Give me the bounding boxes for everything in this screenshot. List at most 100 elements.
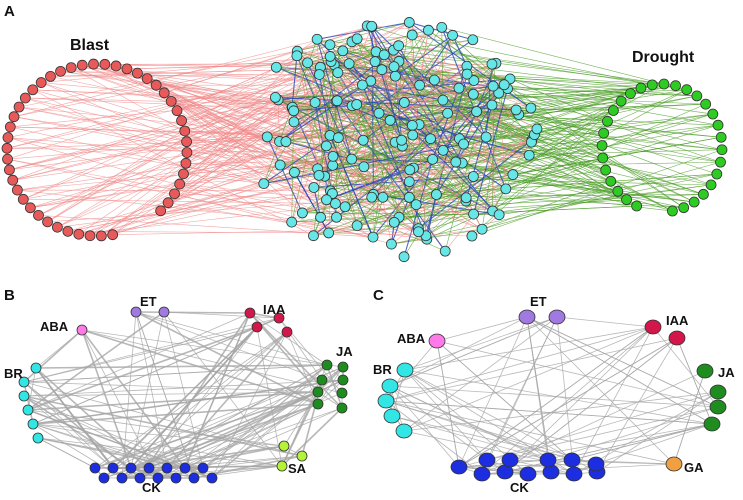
blast-edge [12,141,280,181]
hormone-edge [121,455,303,479]
blast-edge [7,158,374,238]
blast-node [99,58,111,70]
core-node [430,189,442,200]
core-edge [412,134,487,138]
blast-node [2,153,13,165]
core-node [373,107,385,119]
core-node [386,238,397,250]
blast-node [2,132,14,143]
core-edge [293,110,413,136]
hormone-edge [481,370,706,475]
c-iaa-node [644,319,662,335]
hormone-edge [103,403,319,479]
drought-node [670,80,682,92]
core-node [461,68,473,80]
core-node [406,29,418,41]
blast-node [107,229,119,241]
c-ja-node [696,363,714,379]
core-node [332,132,344,144]
hormone-edge [556,316,575,475]
drought-label: Drought [632,49,695,66]
hormone-edge [37,437,204,469]
blast-edge [171,101,383,198]
drought-edge [499,184,712,216]
hormone-edge [23,395,132,469]
drought-edge [302,194,704,214]
hormone-edge [403,316,558,432]
core-node [291,50,303,62]
core-node [442,107,453,119]
hormone-edge [317,366,344,393]
core-node [302,57,313,69]
b-ja-node [336,387,348,399]
hormone-edge [23,329,83,383]
blast-node [179,125,191,137]
hormone-edge [281,407,343,467]
drought-edge [391,173,717,245]
core-node [384,114,396,126]
b-br-node [18,376,30,388]
blast-node [27,84,39,96]
blast-node [150,79,162,91]
hormone-edge [130,467,177,479]
core-edge [263,39,474,185]
b-ck-node [89,462,101,474]
drought-node [712,119,724,131]
blast-label: Blast [70,37,110,54]
b-ck-node [170,472,182,484]
core-edge [313,69,383,188]
b-ck-label: CK [142,480,161,495]
core-node [357,134,369,146]
blast-edge [183,158,352,175]
hormone-edge [458,466,529,475]
c-ck-node [501,452,519,468]
core-edge [412,85,494,136]
core-edge [409,63,497,182]
core-node [337,45,349,57]
core-node [309,97,321,108]
core-edge [425,228,483,237]
hormone-edge [112,326,258,469]
hormone-edge [504,337,678,473]
hormone-edge [526,316,675,465]
core-edge [412,134,456,163]
core-edge [349,63,435,81]
blast-node [35,77,47,88]
drought-edge [481,181,611,230]
blast-edge [112,228,419,235]
core-edge [280,88,508,166]
drought-edge [507,88,721,163]
hormone-edge [391,369,406,417]
core-edge [294,61,400,173]
core-node [436,21,448,33]
core-node [531,123,543,135]
drought-node [631,200,643,212]
core-node [437,94,449,106]
panel-c-letter: C [373,287,384,304]
hormone-edge [32,379,344,425]
drought-node [688,196,700,208]
core-node [525,102,537,114]
hormone-edge [673,370,706,465]
drought-edge [419,124,606,171]
blast-node [95,230,107,242]
blast-edge [160,183,264,212]
core-node [466,230,478,242]
hormone-edge [23,317,280,383]
core-edge [293,105,353,112]
hormone-edge [509,459,575,475]
core-edge [465,104,493,202]
core-edge [382,141,532,198]
core-edge [442,99,519,115]
hormone-edge [389,385,719,408]
core-node [406,119,418,131]
drought-edge [393,66,712,186]
drought-node [646,79,658,91]
drought-edge [326,124,719,201]
b-ck-node [107,462,119,474]
core-edge [393,49,511,80]
b-et-node [130,306,142,318]
hormone-edge [486,391,719,461]
core-edge [356,104,400,218]
hormone-edge [317,379,344,405]
